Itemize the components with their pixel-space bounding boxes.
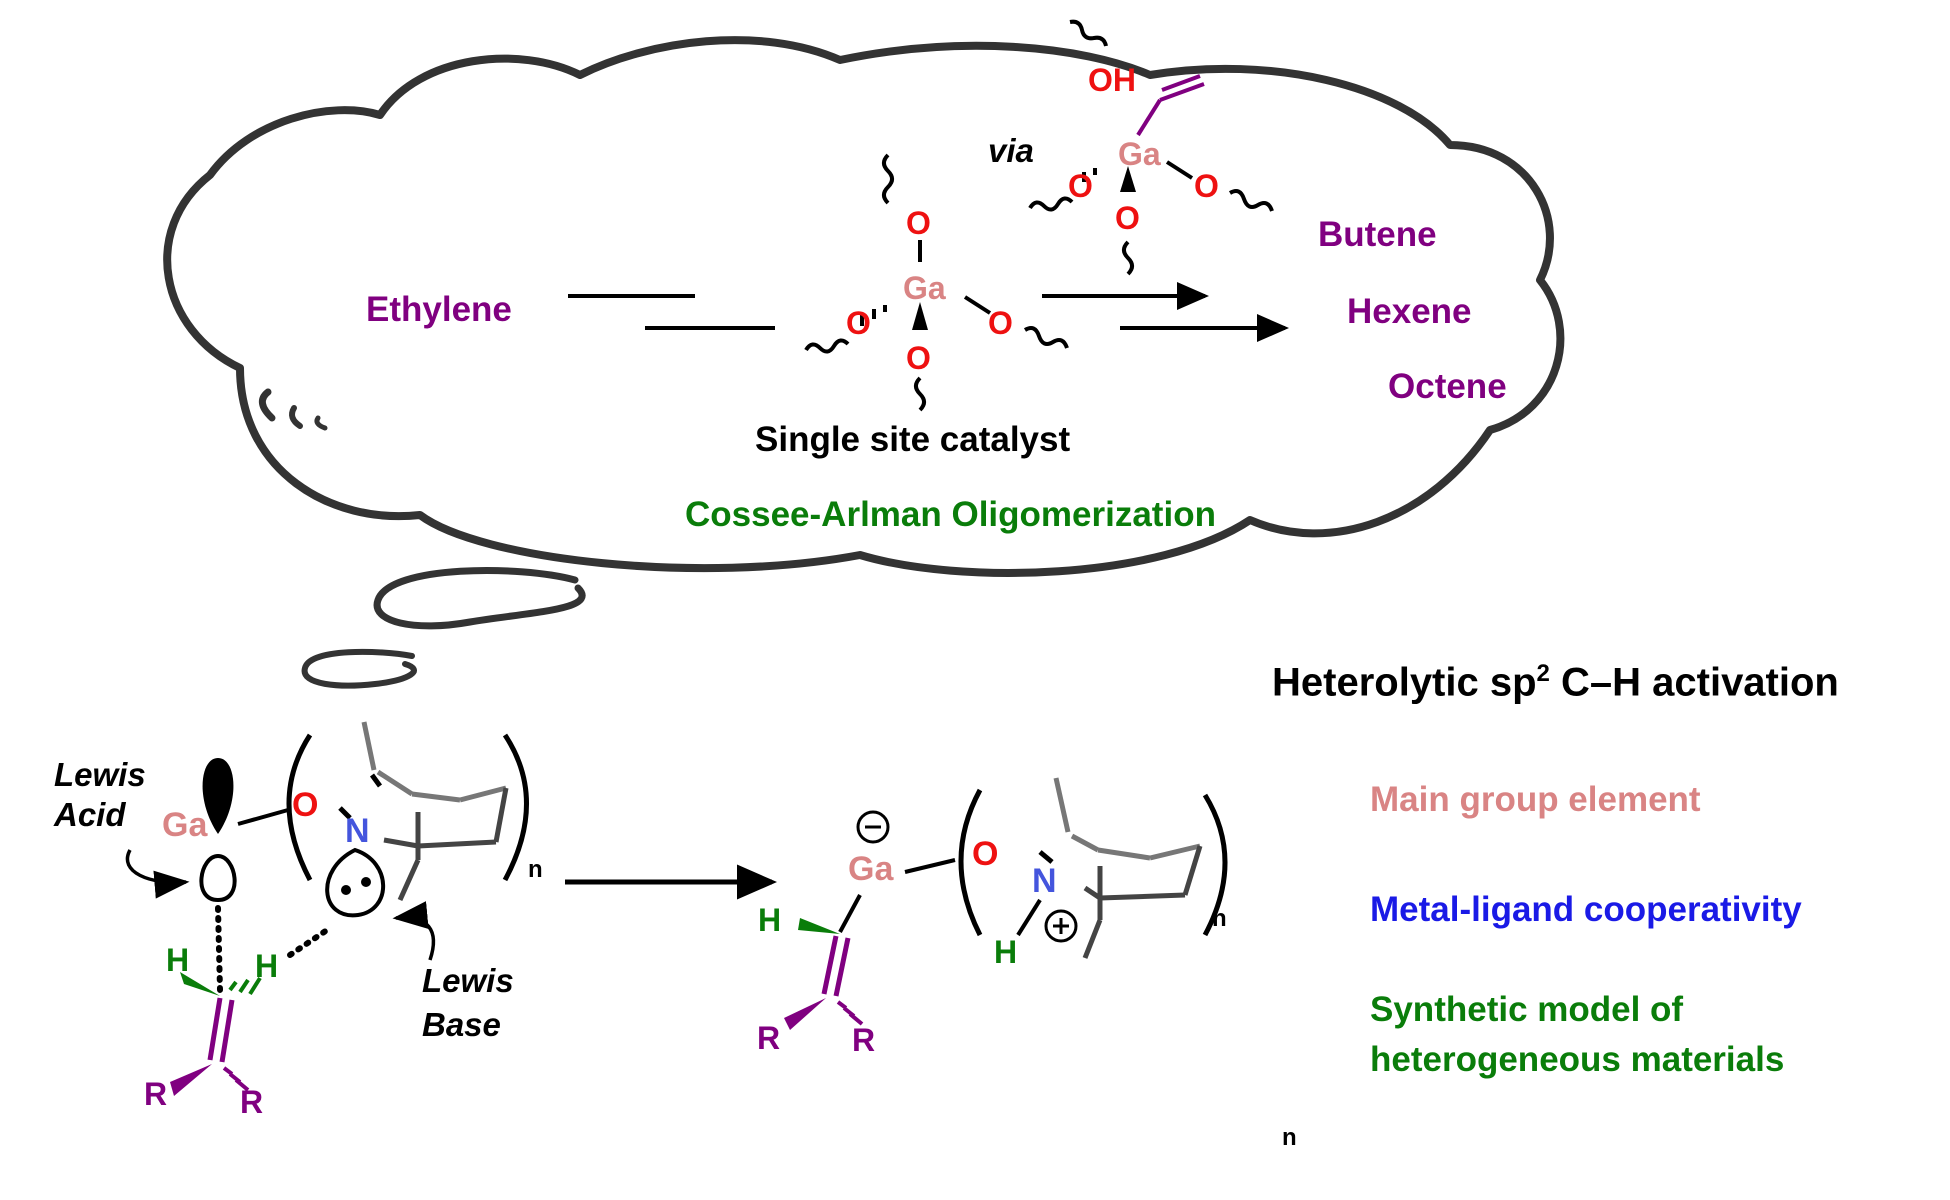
feature-synthetic-model-line2: heterogeneous materials (1370, 1040, 1785, 1079)
catalyst-structure (804, 153, 1069, 412)
feature-synthetic-model-line1: Synthetic model of (1370, 990, 1684, 1029)
bracket-right-2 (1202, 793, 1228, 937)
flp-subscript-n: n (528, 856, 543, 883)
catalyst-label: Single site catalyst (755, 420, 1071, 459)
flp-o: O (292, 786, 319, 824)
product-h-on-n: H (994, 934, 1018, 970)
via-ga: Ga (1118, 136, 1161, 172)
n-h-interaction (287, 925, 333, 958)
lewis-acid-label-1: Lewis (54, 756, 146, 793)
wedge-bond-catalyst (912, 302, 928, 330)
product-octene: Octene (1388, 367, 1507, 406)
product-r-right: R (852, 1022, 876, 1058)
catalyst-ga: Ga (903, 270, 946, 306)
ga-h-interaction (215, 905, 223, 993)
piperidine-ring-product (1038, 777, 1203, 959)
flp-h-left: H (166, 942, 190, 978)
lone-pair-electron-1 (341, 885, 351, 895)
flp-n: N (345, 812, 370, 850)
product-r-left: R (757, 1020, 781, 1056)
heading-text: Heterolytic sp (1272, 660, 1537, 705)
cloud-tick-2 (289, 405, 303, 429)
curly-arrow-lewis-base (392, 901, 436, 961)
curly-arrow-lewis-acid (125, 849, 190, 899)
cloud-tick-1 (258, 388, 276, 422)
empty-p-orbital-top (202, 758, 234, 834)
bracket-right-1 (502, 733, 529, 882)
bond-ga-o-left (237, 808, 289, 826)
product-hexene: Hexene (1347, 292, 1472, 331)
via-o-bottom: O (1115, 200, 1140, 236)
bond-ga-o-product (904, 858, 956, 874)
product-ga: Ga (848, 850, 894, 888)
thought-bubble-large (373, 566, 586, 630)
via-oh: OH (1088, 62, 1136, 98)
piperidine-ring-left (338, 721, 509, 902)
product-h-vinyl: H (758, 902, 782, 938)
wavy-bond-right (1023, 326, 1069, 349)
catalyst-o-left: O (846, 305, 871, 341)
cloud-tick-3 (314, 415, 328, 431)
lone-pair-orbital (325, 847, 386, 918)
positive-charge-circle (1044, 909, 1078, 943)
via-o-left: O (1068, 168, 1093, 204)
product-butene: Butene (1318, 215, 1437, 254)
catalyst-o-top: O (906, 205, 931, 241)
wavy-bond-left-via (1028, 196, 1074, 212)
flp-ga: Ga (162, 806, 208, 844)
via-o-right: O (1194, 168, 1219, 204)
alkene-left (170, 972, 262, 1096)
flp-h-right: H (255, 948, 279, 984)
empty-p-orbital-bottom (199, 853, 237, 903)
product-o: O (972, 835, 999, 873)
bracket-left-1 (286, 733, 313, 882)
lewis-base-label-2: Base (422, 1006, 501, 1043)
bond-ga-o-right (963, 295, 992, 315)
thought-cloud (163, 36, 1565, 577)
reactant-ethylene: Ethylene (366, 290, 512, 329)
thought-bubble-small (301, 648, 417, 689)
catalyst-o-bottom: O (906, 340, 931, 376)
bond-n-h-product (1016, 898, 1042, 937)
activation-heading: Heterolytic sp2 C–H activation (1272, 660, 1839, 705)
product-subscript-n: n (1212, 905, 1227, 932)
alkene-product (784, 894, 864, 1030)
wavy-bond-oh (1069, 19, 1108, 47)
wavy-bond-left (804, 338, 850, 354)
lewis-base-label-1: Lewis (422, 962, 514, 999)
feature-cooperativity: Metal-ligand cooperativity (1370, 890, 1802, 929)
catalyst-o-right: O (988, 305, 1013, 341)
lone-pair-electron-2 (361, 877, 371, 887)
reaction-name: Cossee-Arlman Oligomerization (685, 495, 1216, 534)
flp-r-right: R (240, 1084, 264, 1120)
stray-subscript-n: n (1282, 1124, 1297, 1151)
bond-ga-o-right-via (1165, 160, 1194, 180)
bracket-left-2 (958, 788, 983, 937)
heading-text-end: C–H activation (1549, 660, 1839, 705)
via-label: via (988, 132, 1034, 169)
wavy-bond-right-via (1228, 189, 1274, 212)
feature-main-group: Main group element (1370, 780, 1701, 819)
negative-charge-circle (856, 810, 890, 844)
wavy-bond-bottom-via (1122, 240, 1134, 276)
heading-superscript: 2 (1536, 660, 1550, 687)
via-intermediate (1028, 19, 1274, 276)
product-n: N (1032, 862, 1057, 900)
hash-bond-catalyst (860, 305, 887, 326)
vinyl-group (1136, 74, 1205, 137)
flp-r-left: R (144, 1076, 168, 1112)
wavy-bond-bottom (914, 376, 926, 412)
hash-bond-via (1082, 168, 1097, 182)
lewis-acid-label-2: Acid (54, 796, 126, 833)
wedge-bond-via (1120, 166, 1136, 192)
wavy-bond-top (882, 153, 894, 205)
